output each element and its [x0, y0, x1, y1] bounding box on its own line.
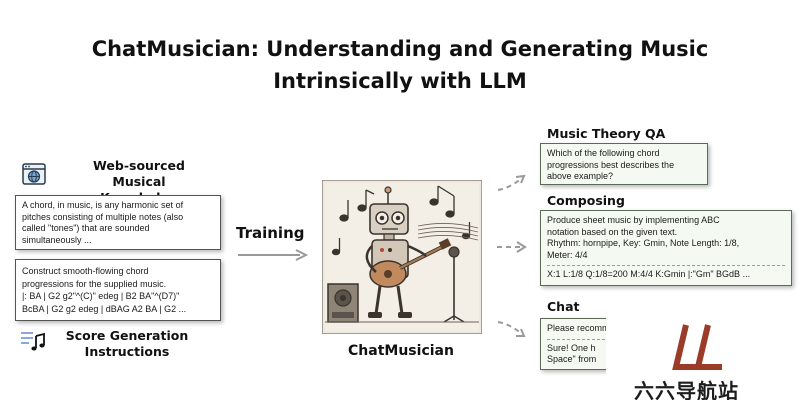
title-line-2: Intrinsically with LLM [273, 69, 527, 93]
diagram-title: ChatMusician: Understanding and Generati… [0, 33, 800, 97]
composing-line: Produce sheet music by implementing ABC [547, 215, 720, 225]
music-list-icon [21, 332, 45, 351]
chat-answer-line: Sure! One h [547, 342, 596, 353]
music-theory-qa-box: Which of the following chord progression… [540, 143, 708, 185]
model-name: ChatMusician [348, 343, 454, 359]
score-generation-title: Score Generation Instructions [65, 328, 189, 359]
ws-line: pitches consisting of multiple notes (al… [22, 211, 184, 222]
watermark-overlay: 六六导航站 [606, 313, 800, 400]
composing-output: X:1 L:1/8 Q:1/8=200 M:4/4 K:Gmin |:"Gm" … [547, 269, 751, 279]
chat-title: Chat [547, 299, 580, 314]
qa-line: above example? [547, 171, 614, 181]
sg-line: |: BA | G2 g2"^(C)" edeg | B2 BA"^(D7)" [22, 291, 180, 301]
sg-line: BcBA | G2 g2 edeg | dBAG A2 BA | G2 ... [22, 303, 187, 314]
ws-line: A chord, in music, is any harmonic set o… [22, 200, 184, 210]
training-label: Training [236, 224, 305, 242]
sg-line: progressions for the supplied music. [22, 278, 167, 289]
output-arrow-chat [497, 321, 526, 337]
music-theory-qa-title: Music Theory QA [547, 126, 666, 141]
sg-line: Construct smooth-flowing chord [22, 266, 149, 276]
ws-line: called "tones") that are sounded [22, 223, 150, 233]
composing-line: notation based on the given text. [547, 226, 678, 237]
ws-line: simultaneously ... [22, 234, 92, 245]
composing-line: Meter: 4/4 [547, 249, 588, 260]
qa-line: progressions best describes the [547, 159, 675, 170]
score-generation-text-box: Construct smooth-flowing chord progressi… [15, 259, 221, 321]
chat-answer-line: Space" from [547, 354, 597, 364]
output-arrow-composing [497, 241, 527, 253]
watermark-text: 六六导航站 [634, 379, 739, 400]
qa-line: Which of the following chord [547, 148, 660, 158]
composing-box: Produce sheet music by implementing ABC … [540, 210, 792, 286]
web-sourced-text-box: A chord, in music, is any harmonic set o… [15, 195, 221, 250]
composing-divider [547, 265, 785, 266]
ll-logo-icon [672, 324, 722, 370]
training-arrow [238, 249, 309, 261]
globe-browser-icon [22, 163, 46, 185]
composing-line: Rhythm: hornpipe, Key: Gmin, Note Length… [547, 238, 740, 248]
robot-musician-illustration [322, 180, 482, 334]
composing-title: Composing [547, 193, 625, 208]
output-arrow-qa [497, 174, 526, 191]
title-line-1: ChatMusician: Understanding and Generati… [91, 37, 709, 61]
